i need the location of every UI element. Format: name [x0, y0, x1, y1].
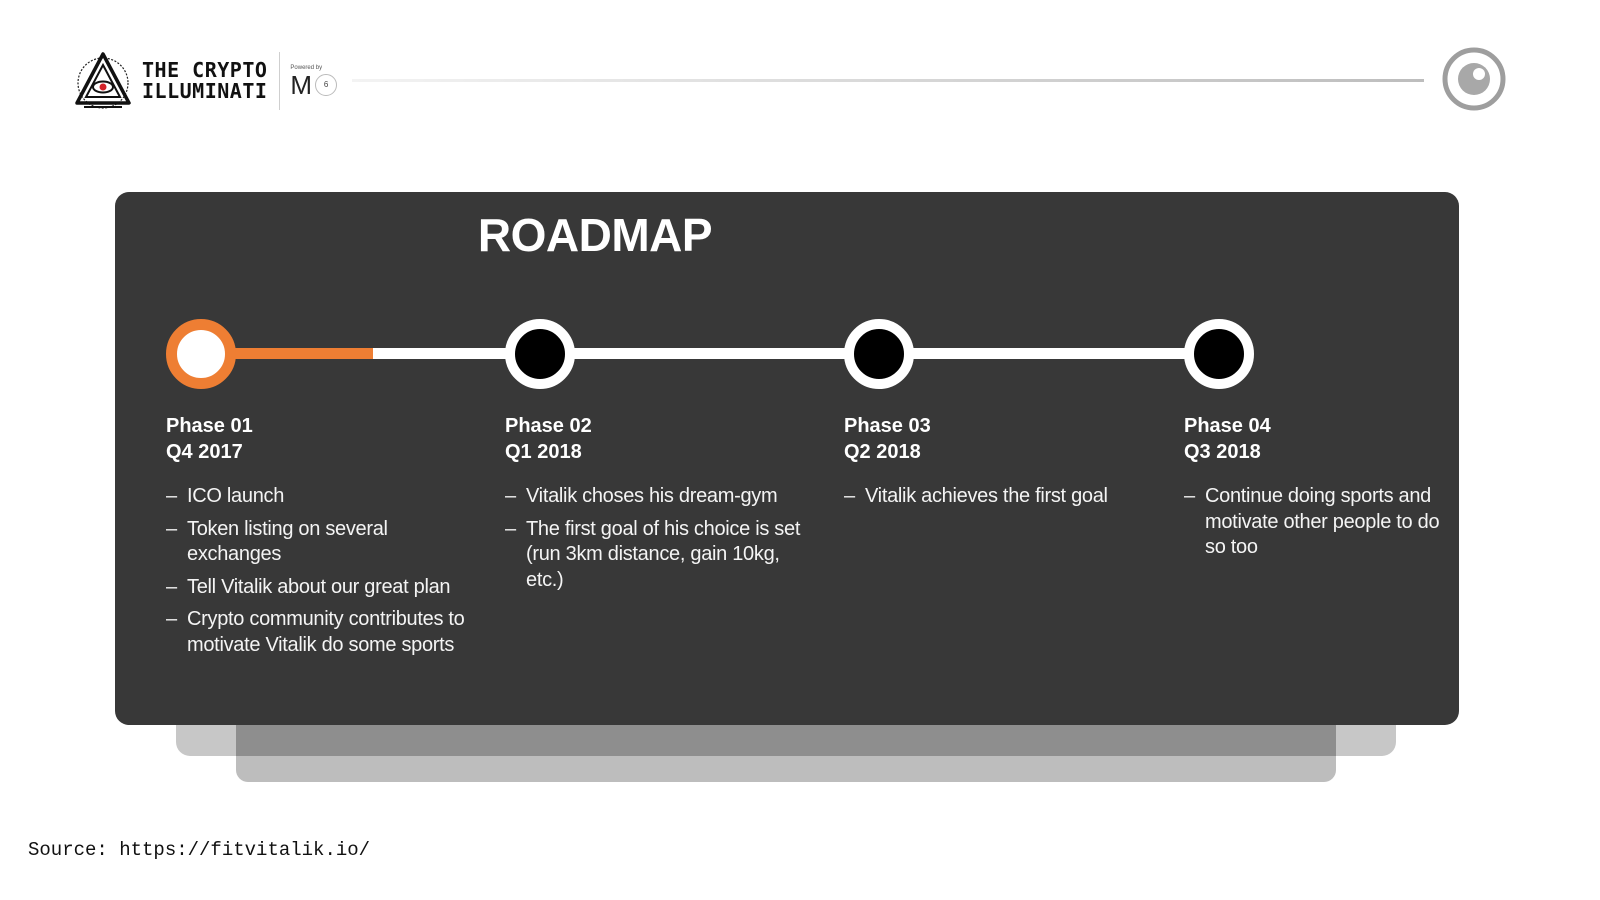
phase-node-4	[1184, 319, 1254, 389]
phase-items: ICO launchToken listing on several excha…	[166, 484, 481, 658]
brand-line-1: THE CRYPTO	[142, 58, 268, 82]
roadmap-title: ROADMAP	[477, 209, 713, 261]
phase-items: Continue doing sports and motivate other…	[1184, 484, 1452, 561]
card-shadow-mid	[236, 724, 1336, 756]
brand-line-2: ILLUMINATI	[142, 79, 268, 103]
timeline-progress	[200, 348, 373, 359]
eye-icon	[1442, 47, 1506, 111]
phase-node-3	[844, 319, 914, 389]
phase-column-1: Phase 01 Q4 2017 ICO launchToken listing…	[166, 413, 481, 665]
phase-column-4: Phase 04 Q3 2018 Continue doing sports a…	[1184, 413, 1452, 568]
phase-item: Continue doing sports and motivate other…	[1184, 484, 1452, 561]
powered-by: Powered by M 6	[290, 64, 338, 100]
source-caption: Source: https://fitvitalik.io/	[28, 839, 371, 861]
powered-label: Powered by	[290, 64, 323, 71]
phase-name: Phase 03	[844, 415, 931, 437]
phase-quarter: Q1 2018	[505, 441, 582, 463]
phase-node-2	[505, 319, 575, 389]
phase-item: Vitalik achieves the first goal	[844, 484, 1154, 510]
phase-name: Phase 04	[1184, 415, 1271, 437]
phase-items: Vitalik achieves the first goal	[844, 484, 1154, 510]
timeline-track	[200, 348, 1220, 359]
phase-quarter: Q3 2018	[1184, 441, 1261, 463]
phase-name: Phase 02	[505, 415, 592, 437]
brand: THE CRYPTO ILLUMINATI Powered by M 6	[74, 50, 338, 112]
phase-name: Phase 01	[166, 415, 253, 437]
phase-item: ICO launch	[166, 484, 481, 510]
powered-badge: 6	[315, 73, 338, 96]
header-divider-line	[352, 79, 1424, 82]
phase-column-2: Phase 02 Q1 2018 Vitalik choses his drea…	[505, 413, 810, 600]
brand-name: THE CRYPTO ILLUMINATI	[142, 60, 267, 102]
phase-item: The first goal of his choice is set (run…	[505, 517, 810, 594]
phase-item: Token listing on several exchanges	[166, 517, 481, 568]
phase-item: Tell Vitalik about our great plan	[166, 575, 481, 601]
illuminati-eye-pyramid-icon	[75, 52, 131, 109]
phase-item: Crypto community contributes to motivate…	[166, 607, 481, 658]
phase-item: Vitalik choses his dream-gym	[505, 484, 810, 510]
phase-quarter: Q2 2018	[844, 441, 921, 463]
phase-quarter: Q4 2017	[166, 441, 243, 463]
phase-column-3: Phase 03 Q2 2018 Vitalik achieves the fi…	[844, 413, 1154, 517]
phase-node-1	[166, 319, 236, 389]
powered-mark: M	[290, 69, 313, 100]
phase-items: Vitalik choses his dream-gymThe first go…	[505, 484, 810, 593]
brand-divider	[279, 52, 281, 110]
